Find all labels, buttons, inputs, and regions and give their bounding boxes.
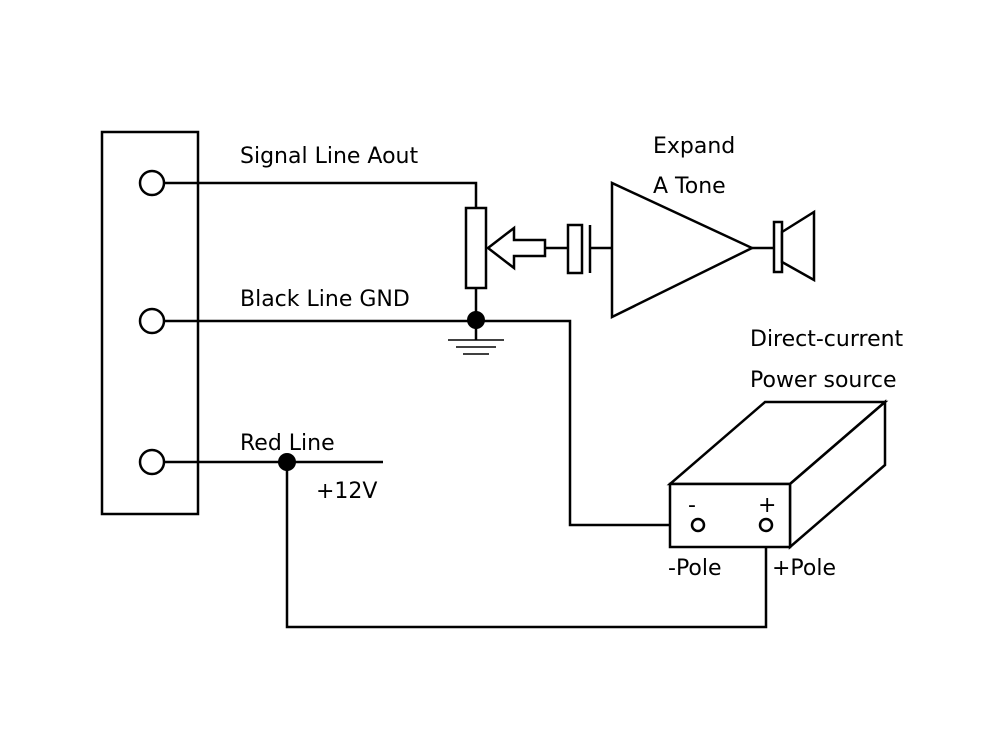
- power-source-front: [668, 482, 792, 549]
- wiper-arrow: [485, 225, 547, 271]
- black-line-label: Black Line GND: [240, 287, 410, 312]
- power-source-label-2: Power source: [750, 368, 897, 393]
- power-terminal: [138, 448, 166, 476]
- minus-sign: -: [688, 493, 696, 518]
- positive-pole-label: +Pole: [772, 556, 836, 581]
- signal-terminal: [138, 169, 166, 197]
- red-line-label: Red Line: [240, 431, 335, 456]
- power-source-label-1: Direct-current: [750, 327, 904, 352]
- speaker-cone: [780, 209, 816, 283]
- negative-pole-label: -Pole: [668, 556, 722, 581]
- negative-pole-terminal: [690, 517, 706, 533]
- signal-line-label: Signal Line Aout: [240, 144, 418, 169]
- signal-wire: [164, 181, 478, 208]
- capacitor-plate: [566, 223, 584, 275]
- gnd-to-supply-wire: [476, 319, 692, 527]
- positive-pole-terminal: [758, 517, 774, 533]
- plus-sign: +: [758, 493, 776, 518]
- amplifier: [610, 181, 755, 320]
- potentiometer: [464, 206, 488, 290]
- voltage-label: +12V: [316, 479, 377, 504]
- amplifier-label-1: Expand: [653, 134, 735, 159]
- amplifier-label-2: A Tone: [653, 174, 726, 199]
- gnd-terminal: [138, 307, 166, 335]
- positive-supply-wire: [285, 462, 768, 629]
